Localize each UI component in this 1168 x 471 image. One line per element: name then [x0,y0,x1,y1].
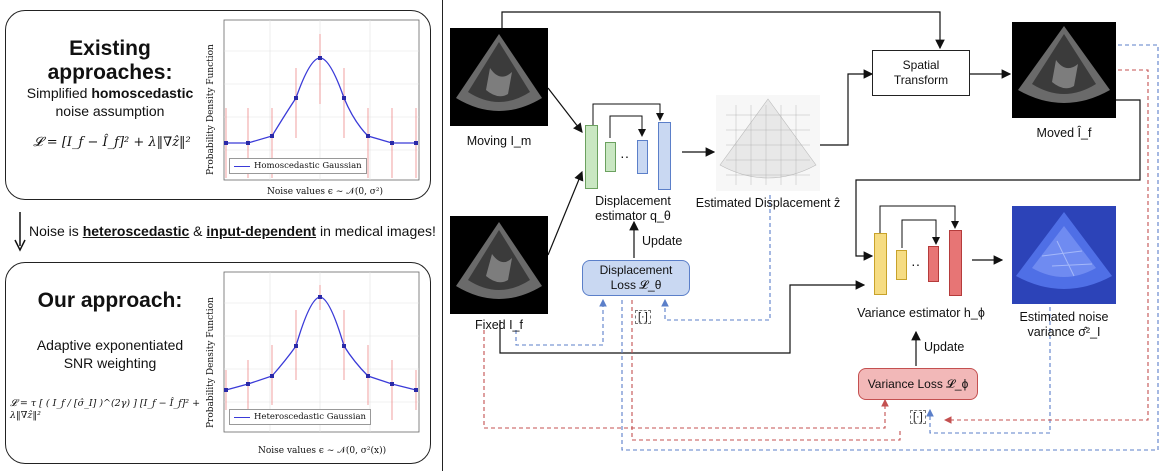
our-description: Adaptive exponentiated SNR weighting [36,337,184,371]
stop-gradient-1: [·] [635,310,651,324]
displacement-grid-icon [716,95,820,191]
encoder-block [896,250,907,280]
existing-formula: 𝓛 = [I_f − Î_f]² + λ‖∇ẑ‖² [33,135,191,150]
transition-text: Noise is heteroscedastic & input-depende… [29,223,436,239]
encoder-block [874,233,887,295]
estimated-noise-label: Estimated noise variance σ̂²_I [1019,310,1109,339]
update-label-2: Update [924,340,965,354]
update-label-1: Update [642,234,683,248]
displacement-field [716,95,820,191]
spatial-transform-box: Spatial Transform [872,50,970,96]
displacement-estimator-network: ·· [585,120,680,190]
ultrasound-fan-icon [456,222,542,299]
encoder-block [605,142,616,172]
fixed-image [450,216,548,314]
legend-line-icon [234,416,250,418]
existing-description: Simplified homoscedastic noise assumptio… [26,85,194,119]
heteroscedastic-legend: Heteroscedastic Gaussian [229,409,372,425]
ellipsis-icon: ·· [620,148,630,164]
transition-arrow-icon [14,212,26,252]
variance-estimator-network: ·· [874,228,969,296]
estimated-displacement-label: Estimated Displacement ẑ [695,196,841,210]
stop-gradient-2: [·] [910,410,926,424]
encoder-block [585,125,598,189]
displacement-loss-box: Displacement Loss 𝓛_θ [582,260,690,296]
panel-divider [442,0,443,471]
variance-estimator-label: Variance estimator h_ϕ [857,306,985,320]
legend-line-icon [234,165,250,167]
existing-heading: Existing approaches: [47,37,173,84]
our-formula: 𝓛 = τ [ ( I_f / [σ̂_I] )^(2γ) ] [I_f − Î… [10,398,201,421]
decoder-block [637,140,648,174]
ellipsis-icon: ·· [911,256,921,272]
moving-image [450,28,548,126]
displacement-estimator-label: Displacement estimator q_θ [595,194,671,223]
our-approach-box [5,262,431,464]
decoder-block [928,246,939,282]
ultrasound-fan-icon [456,34,542,111]
decoder-block [658,122,671,190]
ultrasound-fan-icon [1018,26,1110,103]
existing-xlabel: Noise values ϵ ∼ 𝒩(0, σ²) [267,187,384,197]
homoscedastic-legend: Homoscedastic Gaussian [229,158,367,174]
our-heading: Our approach: [37,289,183,312]
variance-loss-box: Variance Loss 𝓛_ϕ [858,368,978,400]
decoder-block [949,230,962,296]
fixed-label: Fixed I_f [475,318,523,332]
noise-variance-image [1012,206,1116,304]
noise-fan-icon [1016,212,1112,289]
our-xlabel: Noise values ϵ ∼ 𝒩(0, σ²(x)) [258,446,387,456]
heteroscedastic-plot [223,271,420,433]
moving-label: Moving I_m [466,134,532,148]
moved-image [1012,22,1116,118]
moved-label: Moved Î_f [1036,126,1092,140]
